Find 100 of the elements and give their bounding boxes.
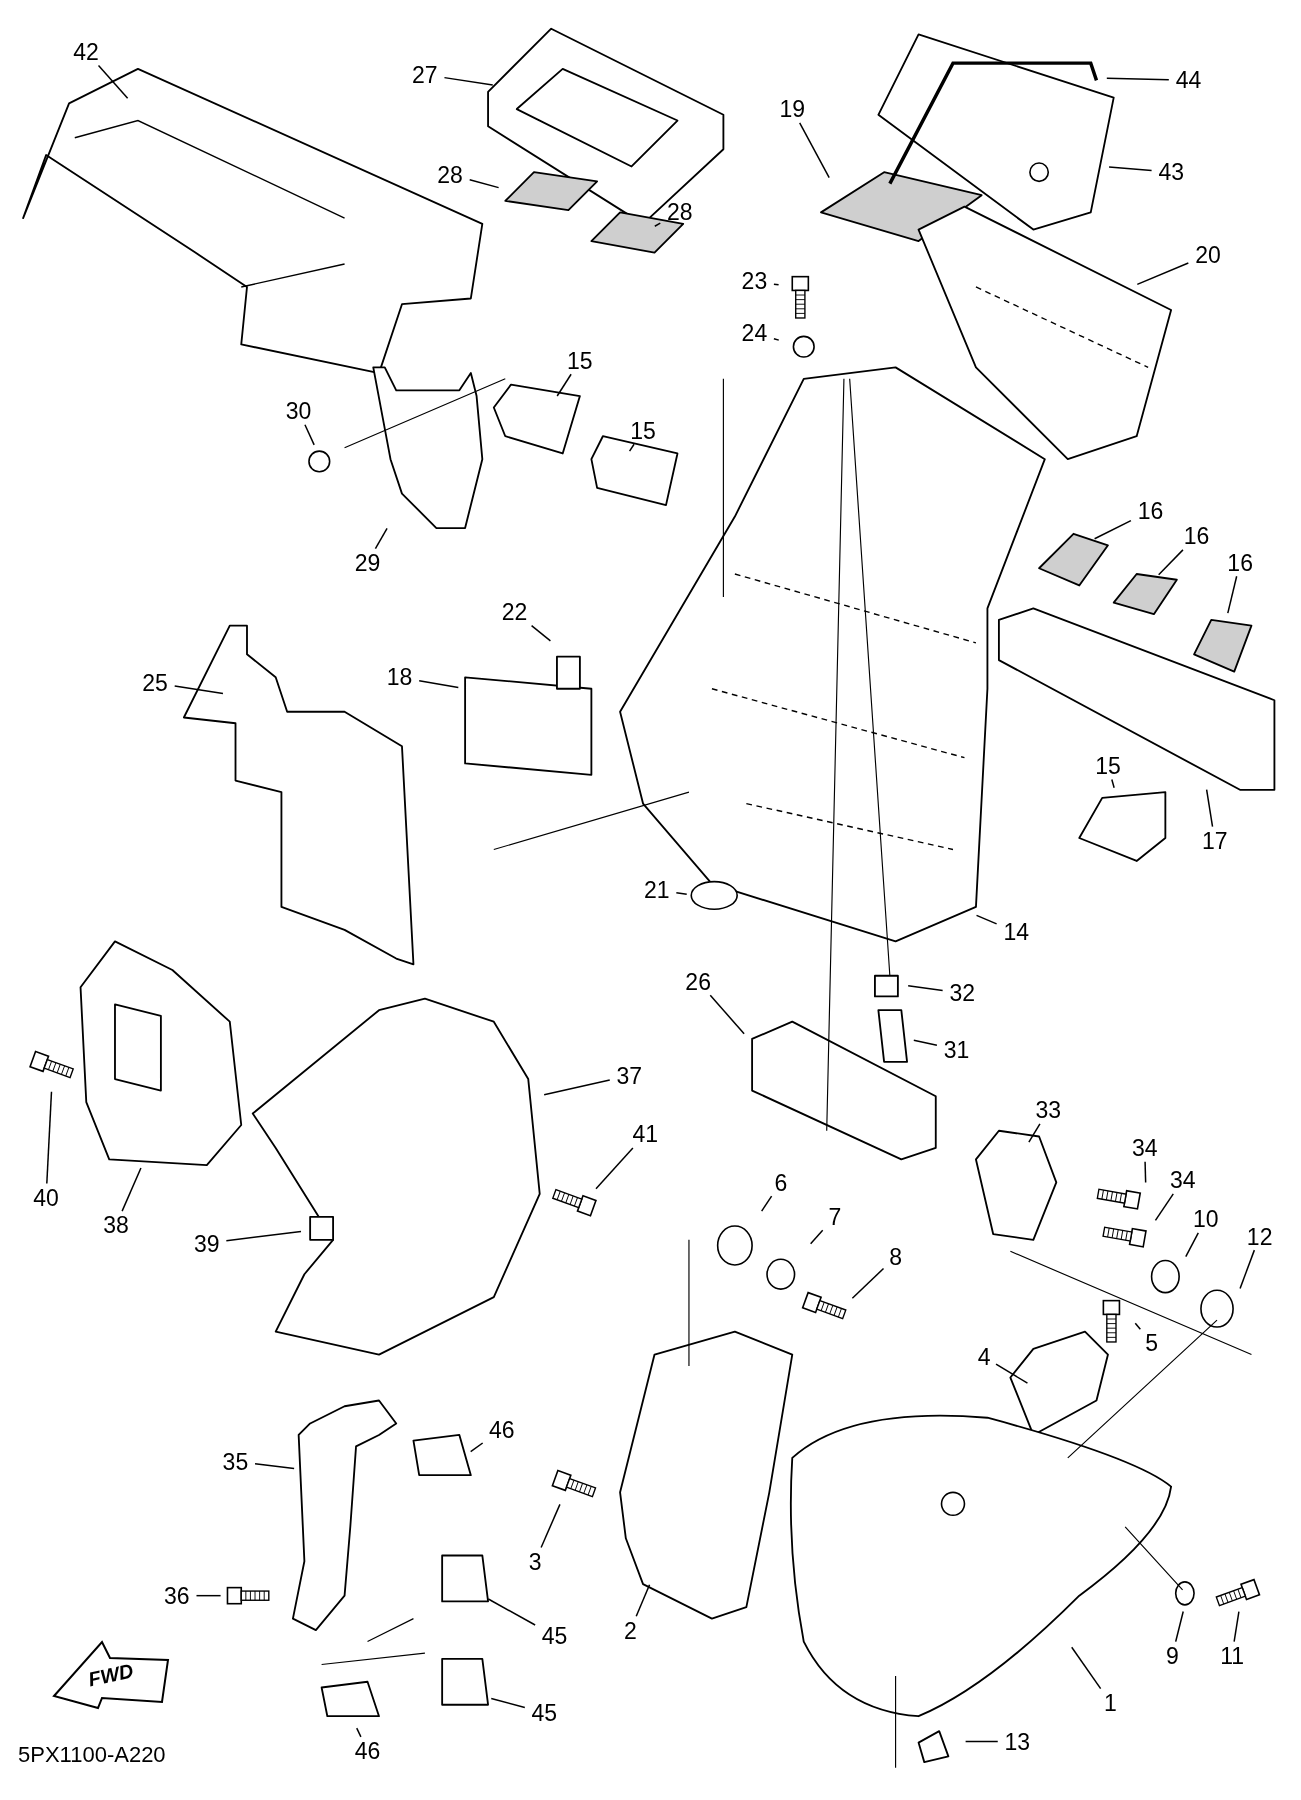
leader-line (46, 1090, 53, 1185)
callout-number: 11 (1220, 1644, 1245, 1668)
callout-number: 37 (616, 1064, 643, 1088)
callout-number: 7 (828, 1205, 842, 1229)
leader-line (540, 1503, 561, 1549)
leader-line (356, 1727, 362, 1738)
leader-line (1134, 1322, 1142, 1331)
leader-line (773, 337, 780, 341)
leader-line (595, 1147, 634, 1190)
callout-number: 45 (541, 1624, 568, 1648)
callout-number: 42 (73, 40, 99, 64)
callout-number: 43 (1158, 160, 1185, 184)
callout-number: 15 (630, 419, 656, 443)
leader-line (1108, 166, 1153, 172)
leader-line (468, 179, 500, 189)
callout-number: 46 (489, 1418, 515, 1442)
leader-line (490, 1697, 526, 1709)
leader-line (760, 1195, 773, 1212)
callout-number: 32 (949, 981, 976, 1005)
leader-line (1144, 1161, 1147, 1184)
leader-line (1154, 1193, 1175, 1222)
callout-number: 16 (1183, 524, 1210, 548)
leader-line (1157, 549, 1184, 576)
leader-line (304, 424, 315, 446)
callout-number: 13 (1004, 1730, 1031, 1754)
figure-code: 5PX1100-A220 (18, 1741, 166, 1769)
callout-number: 20 (1195, 243, 1221, 267)
callout-number: 29 (354, 551, 381, 575)
leader-line (418, 679, 460, 689)
callout-number: 17 (1202, 829, 1228, 853)
callout-number: 35 (222, 1450, 249, 1474)
callout-number: 28 (437, 163, 463, 187)
callout-number: 10 (1192, 1207, 1219, 1231)
leader-line (975, 914, 998, 925)
leader-line (487, 1598, 536, 1626)
leader-line (1174, 1610, 1184, 1643)
leader-line (913, 1039, 938, 1046)
leader-line (1028, 1123, 1041, 1143)
callout-number: 16 (1227, 551, 1253, 575)
leader-line (773, 283, 780, 286)
forward-direction-arrow: FWD (52, 1640, 170, 1710)
leader-line (374, 527, 388, 550)
callout-number: 33 (1035, 1098, 1062, 1122)
callout-number: 9 (1166, 1644, 1179, 1668)
callout-number: 25 (142, 671, 168, 695)
leader-line (1136, 262, 1190, 286)
callout-number: 12 (1246, 1225, 1273, 1249)
leader-line (121, 1167, 142, 1212)
callout-number: 31 (943, 1038, 970, 1061)
leader-line (469, 1442, 484, 1453)
callout-number: 26 (685, 970, 711, 994)
callout-number: 46 (354, 1739, 381, 1763)
leader-line (1239, 1249, 1256, 1290)
leader-line (1071, 1646, 1102, 1690)
leader-line (1233, 1610, 1240, 1643)
callout-number: 3 (528, 1550, 542, 1574)
leader-line (543, 1079, 611, 1096)
leader-line (675, 891, 688, 896)
leader-line (964, 1740, 999, 1743)
callout-number: 27 (412, 63, 438, 87)
callout-number: 14 (1003, 920, 1029, 944)
leader-line (195, 1594, 222, 1597)
leader-line (1205, 788, 1214, 828)
leader-line (635, 1584, 651, 1618)
callout-number: 41 (632, 1123, 659, 1146)
callout-number: 40 (33, 1186, 59, 1210)
leader-line (1111, 778, 1115, 789)
callout-number: 30 (285, 399, 312, 423)
leader-line (628, 443, 635, 452)
callout-number: 44 (1175, 68, 1202, 92)
callout-number: 24 (741, 321, 768, 345)
callout-number: 16 (1137, 499, 1164, 523)
callout-number: 8 (889, 1245, 903, 1269)
leader-line (1185, 1232, 1200, 1258)
callout-number: 2 (624, 1619, 637, 1643)
leader-line (798, 122, 830, 179)
leader-line (654, 222, 661, 227)
callout-number: 18 (386, 666, 413, 689)
leader-line (443, 76, 494, 86)
callout-number: 22 (501, 600, 528, 624)
leader-line (556, 373, 572, 397)
leader-line (97, 64, 129, 99)
leader-line (995, 1363, 1029, 1384)
leader-line (530, 624, 552, 642)
callout-number: 15 (567, 349, 593, 373)
leader-line (254, 1463, 295, 1470)
callout-number: 39 (193, 1232, 220, 1256)
callout-number: 1 (1104, 1691, 1117, 1715)
callout-number: 36 (164, 1584, 190, 1608)
callout-number: 6 (774, 1171, 788, 1195)
callout-number: 23 (741, 269, 768, 293)
callout-number: 5 (1145, 1332, 1159, 1355)
callout-number: 34 (1132, 1136, 1158, 1160)
callout-number: 45 (531, 1701, 558, 1725)
leader-line (225, 1230, 302, 1242)
leader-line (173, 685, 224, 695)
callout-number: 38 (103, 1213, 129, 1237)
callout-number: 34 (1169, 1168, 1196, 1192)
leader-line (1227, 575, 1238, 614)
callout-number: 15 (1095, 754, 1121, 778)
